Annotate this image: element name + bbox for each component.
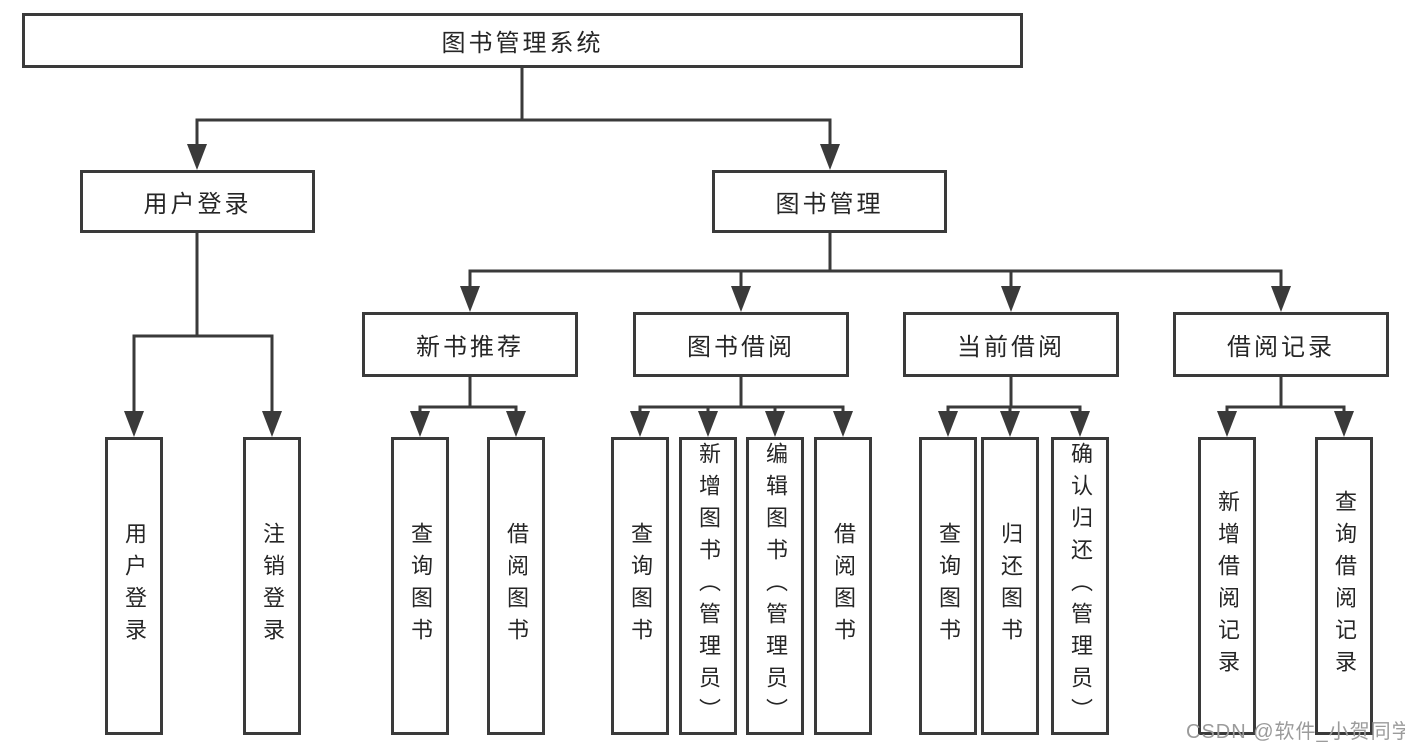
arrow-down-icon (630, 411, 650, 437)
leaf-user-login: 用户登录 (105, 437, 163, 735)
connector-borrow-records-children (1225, 377, 1346, 419)
node-book-management: 图书管理 (712, 170, 947, 233)
leaf-query-book-2: 查询图书 (611, 437, 669, 735)
arrow-down-icon (731, 286, 751, 312)
node-current-borrow: 当前借阅 (903, 312, 1119, 377)
leaf-borrow-book-1: 借阅图书 (487, 437, 545, 735)
arrow-down-icon (262, 411, 282, 437)
arrow-down-icon (765, 411, 785, 437)
leaf-add-book-admin: 新增图书（管理员） (679, 437, 737, 735)
connector-new-book-recommend-children (418, 377, 518, 419)
connector-user-login-children (132, 233, 274, 419)
arrow-down-icon (187, 144, 207, 170)
arrow-down-icon (1000, 411, 1020, 437)
watermark-text: CSDN @软件_小贺同学 (1186, 721, 1405, 743)
leaf-add-borrow-record: 新增借阅记录 (1198, 437, 1256, 735)
leaf-query-book-3: 查询图书 (919, 437, 977, 735)
leaf-query-book-1: 查询图书 (391, 437, 449, 735)
leaf-edit-book-admin: 编辑图书（管理员） (746, 437, 804, 735)
connector-book-management-children (468, 233, 1283, 294)
arrowheads (124, 144, 1354, 437)
node-borrow-records: 借阅记录 (1173, 312, 1389, 377)
connector-book-borrow-children (638, 377, 845, 419)
arrow-down-icon (1334, 411, 1354, 437)
node-book-borrow: 图书借阅 (633, 312, 849, 377)
arrow-down-icon (410, 411, 430, 437)
connector-root-to-level2 (195, 68, 832, 152)
node-new-book-recommend: 新书推荐 (362, 312, 578, 377)
leaf-return-book: 归还图书 (981, 437, 1039, 735)
arrow-down-icon (506, 411, 526, 437)
leaf-borrow-book-2: 借阅图书 (814, 437, 872, 735)
arrow-down-icon (460, 286, 480, 312)
arrow-down-icon (833, 411, 853, 437)
arrow-down-icon (1070, 411, 1090, 437)
arrow-down-icon (1217, 411, 1237, 437)
arrow-down-icon (698, 411, 718, 437)
leaf-confirm-return-admin: 确认归还（管理员） (1051, 437, 1109, 735)
leaf-query-borrow-record: 查询借阅记录 (1315, 437, 1373, 735)
arrow-down-icon (1271, 286, 1291, 312)
arrow-down-icon (938, 411, 958, 437)
arrow-down-icon (1001, 286, 1021, 312)
node-root: 图书管理系统 (22, 13, 1023, 68)
arrow-down-icon (820, 144, 840, 170)
leaf-logout: 注销登录 (243, 437, 301, 735)
node-user-login: 用户登录 (80, 170, 315, 233)
arrow-down-icon (124, 411, 144, 437)
